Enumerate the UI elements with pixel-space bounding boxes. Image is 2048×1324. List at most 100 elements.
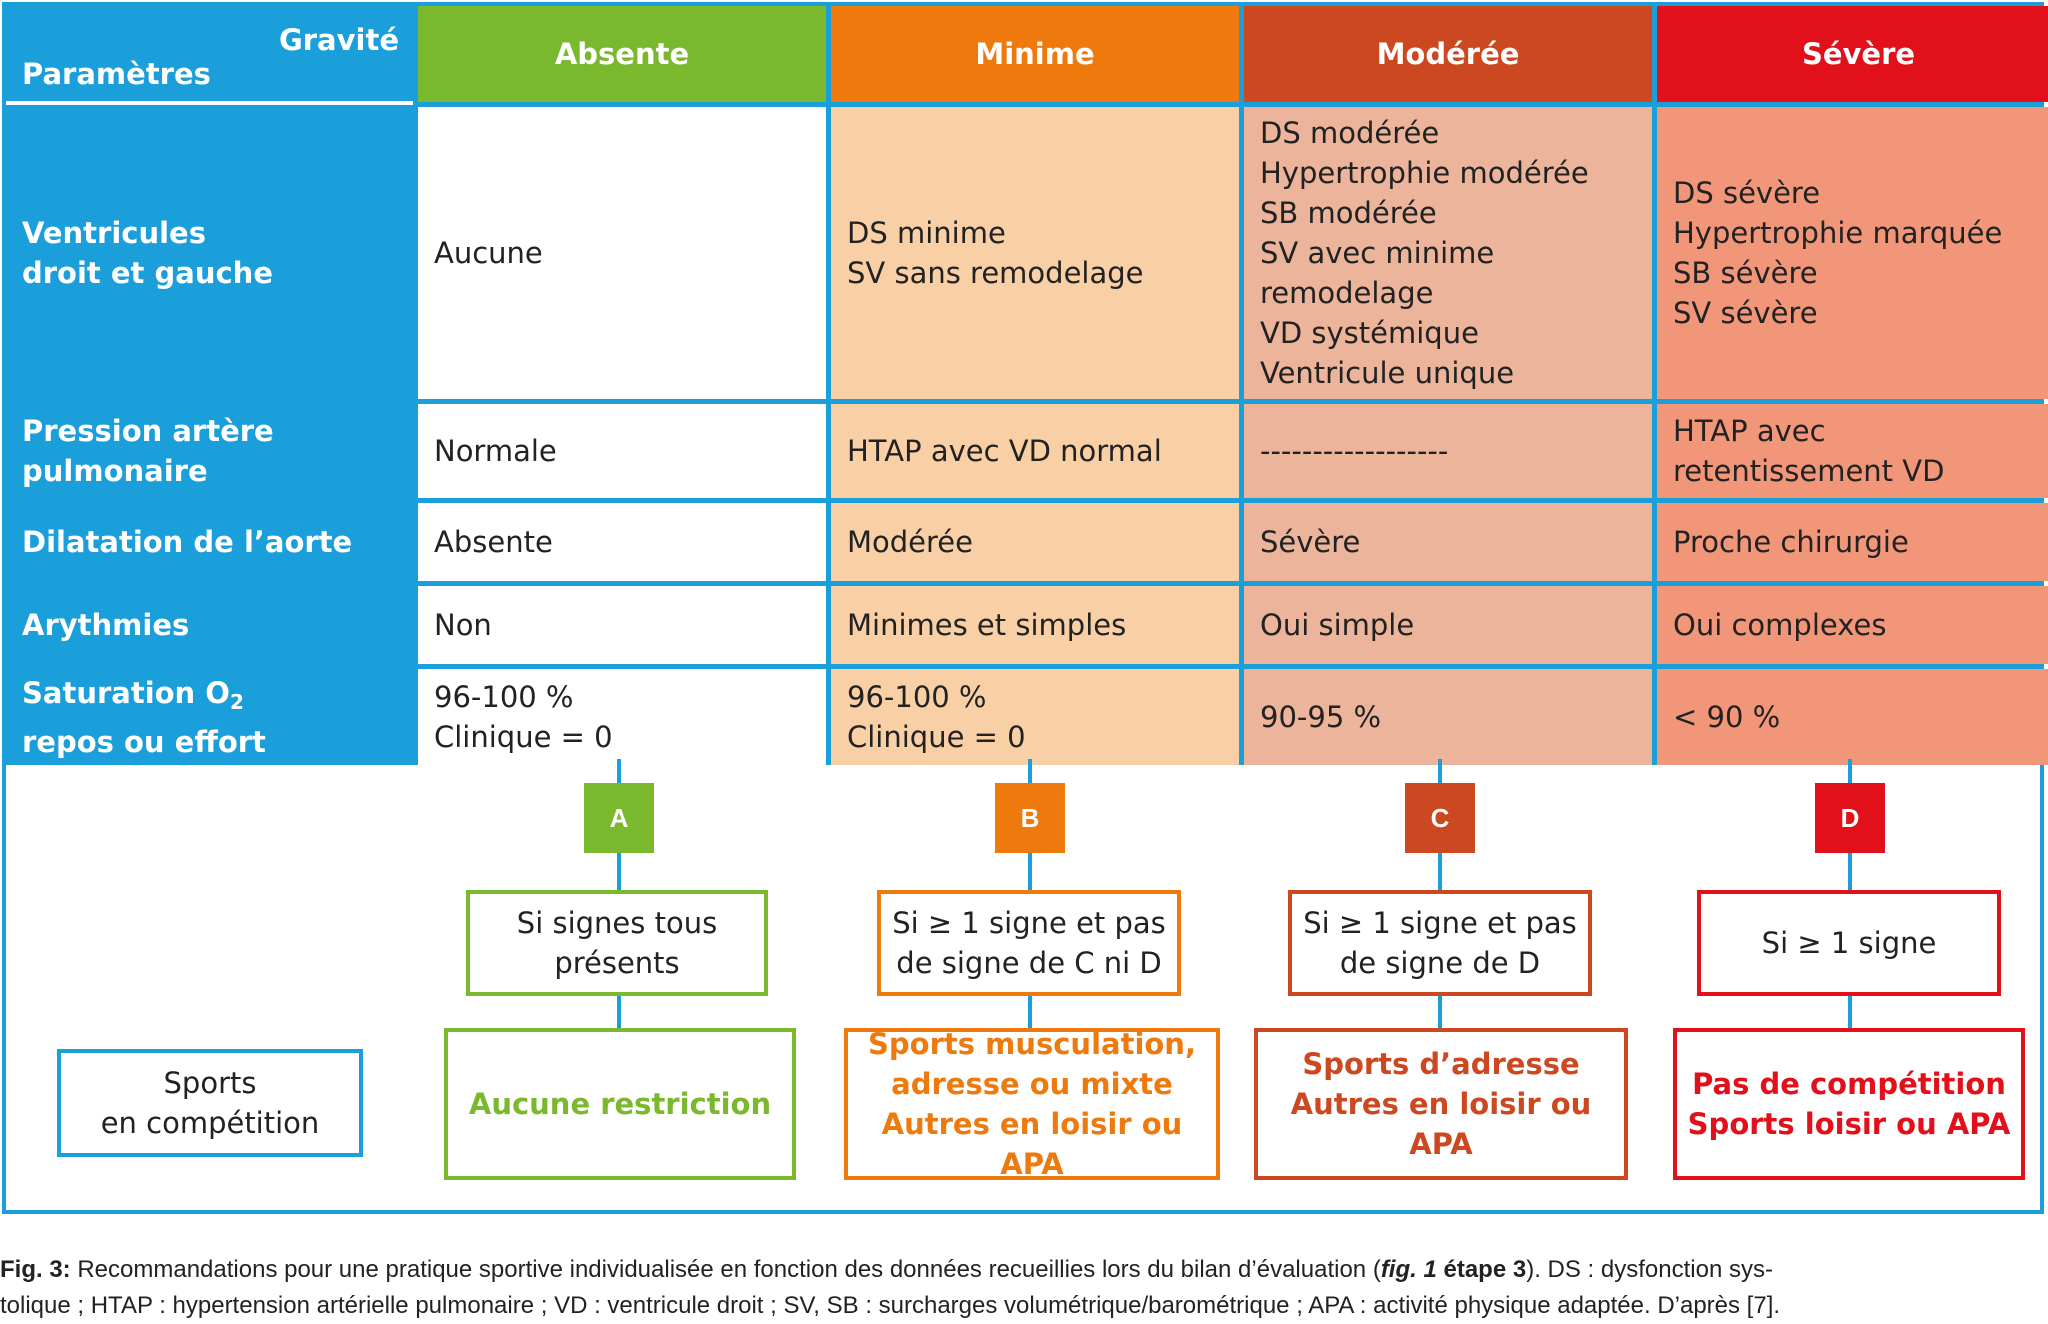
recommendation-line: Sports musculation, bbox=[868, 1027, 1196, 1061]
connector-line bbox=[1438, 759, 1442, 787]
connector-line bbox=[1848, 996, 1852, 1030]
connector-line bbox=[617, 759, 621, 787]
cell-saturation-moderee: 90-95 % bbox=[1244, 669, 1652, 765]
cell-line: Hypertrophie marquée bbox=[1673, 216, 2003, 250]
param-line: Saturation O2 bbox=[22, 673, 397, 722]
recommendation-line: Pas de compétition bbox=[1692, 1067, 2006, 1101]
cell-line: DS modérée bbox=[1260, 116, 1440, 150]
cell-arythmies-absente: Non bbox=[418, 586, 826, 664]
condition-line: de signe de D bbox=[1339, 946, 1541, 980]
cell-aorte-moderee: Sévère bbox=[1244, 503, 1652, 581]
caption-line-2: tolique ; HTAP : hypertension artérielle… bbox=[0, 1292, 1781, 1319]
caption-label: Fig. 3: bbox=[0, 1256, 71, 1283]
connector-line bbox=[1438, 996, 1442, 1030]
saturation-subscript: 2 bbox=[229, 689, 244, 714]
cell-ventricules-absente: Aucune bbox=[418, 107, 826, 399]
caption-text: Recommandations pour une pratique sporti… bbox=[70, 1256, 1381, 1283]
cell-line: < 90 % bbox=[1673, 700, 1781, 734]
category-badge-b: B bbox=[995, 783, 1065, 853]
param-line: pulmonaire bbox=[22, 454, 208, 488]
cell-line: 96-100 % bbox=[847, 680, 987, 714]
cell-line: Oui simple bbox=[1260, 608, 1415, 642]
connector-line bbox=[617, 996, 621, 1030]
connector-line bbox=[1438, 853, 1442, 893]
cell-line: SV avec minime bbox=[1260, 236, 1495, 270]
param-line: repos ou effort bbox=[22, 724, 266, 759]
sports-competition-box: Sports en compétition bbox=[57, 1049, 363, 1157]
param-line: Dilatation de l’aorte bbox=[22, 525, 353, 559]
cell-saturation-absente: 96-100 % Clinique = 0 bbox=[418, 669, 826, 765]
cell-line: Ventricule unique bbox=[1260, 356, 1515, 390]
cell-line: SV sévère bbox=[1673, 296, 1818, 330]
sports-label-line: Sports bbox=[163, 1066, 257, 1100]
cell-line: Clinique = 0 bbox=[434, 720, 613, 754]
saturation-label: Saturation O bbox=[22, 675, 230, 710]
figure-frame: Gravité Paramètres Absente Minime Modéré… bbox=[2, 2, 2048, 1214]
category-badge-d: D bbox=[1815, 783, 1885, 853]
cell-line: Absente bbox=[434, 525, 553, 559]
table-corner: Gravité Paramètres bbox=[6, 6, 413, 105]
param-line: droit et gauche bbox=[22, 256, 273, 290]
cell-line: Aucune bbox=[434, 236, 543, 270]
param-pression: Pression artère pulmonaire bbox=[6, 404, 413, 498]
cell-line: HTAP avec bbox=[1673, 414, 1826, 448]
cell-ventricules-moderee: DS modérée Hypertrophie modérée SB modér… bbox=[1244, 107, 1652, 399]
caption-text: ). DS : dysfonction sys- bbox=[1526, 1256, 1773, 1283]
caption-fig-ref: fig. 1 bbox=[1380, 1256, 1437, 1283]
param-arythmies: Arythmies bbox=[6, 586, 413, 664]
recommendation-line: Sports loisir ou APA bbox=[1687, 1107, 2011, 1141]
header-minime: Minime bbox=[831, 6, 1239, 102]
condition-line: Si ≥ 1 signe bbox=[1761, 926, 1937, 960]
cell-aorte-severe: Proche chirurgie bbox=[1657, 503, 2048, 581]
cell-arythmies-minime: Minimes et simples bbox=[831, 586, 1239, 664]
cell-line: SB modérée bbox=[1260, 196, 1437, 230]
cell-line: Clinique = 0 bbox=[847, 720, 1026, 754]
recommendation-box-a: Aucune restriction bbox=[444, 1028, 796, 1180]
cell-line: 90-95 % bbox=[1260, 700, 1382, 734]
connector-line bbox=[1848, 853, 1852, 893]
cell-line: Hypertrophie modérée bbox=[1260, 156, 1589, 190]
corner-gravite: Gravité bbox=[278, 23, 399, 57]
figure-caption: Fig. 3: Recommandations pour une pratiqu… bbox=[0, 1252, 2048, 1324]
cell-ventricules-minime: DS minime SV sans remodelage bbox=[831, 107, 1239, 399]
cell-ventricules-severe: DS sévère Hypertrophie marquée SB sévère… bbox=[1657, 107, 2048, 399]
sports-label-line: en compétition bbox=[100, 1106, 320, 1140]
condition-box-c: Si ≥ 1 signe et pas de signe de D bbox=[1288, 890, 1592, 996]
param-ventricules: Ventricules droit et gauche bbox=[6, 107, 413, 399]
condition-line: Si signes tous bbox=[516, 906, 718, 940]
cell-line: Modérée bbox=[847, 525, 973, 559]
cell-arythmies-moderee: Oui simple bbox=[1244, 586, 1652, 664]
cell-line: VD systémique bbox=[1260, 316, 1479, 350]
cell-pression-severe: HTAP avec retentissement VD bbox=[1657, 404, 2048, 498]
condition-line: présents bbox=[554, 946, 680, 980]
recommendation-box-c: Sports d’adresse Autres en loisir ou APA bbox=[1254, 1028, 1628, 1180]
param-line: Ventricules bbox=[22, 216, 206, 250]
cell-aorte-absente: Absente bbox=[418, 503, 826, 581]
recommendation-box-b: Sports musculation, adresse ou mixte Aut… bbox=[844, 1027, 1220, 1181]
cell-line: 96-100 % bbox=[434, 680, 574, 714]
cell-line: SB sévère bbox=[1673, 256, 1818, 290]
cell-pression-moderee: ------------------ bbox=[1244, 404, 1652, 498]
cell-line: Sévère bbox=[1260, 525, 1361, 559]
recommendation-box-d: Pas de compétition Sports loisir ou APA bbox=[1673, 1028, 2025, 1180]
cell-saturation-severe: < 90 % bbox=[1657, 669, 2048, 765]
cell-line: retentissement VD bbox=[1673, 454, 1945, 488]
recommendation-line: Autres en loisir ou APA bbox=[1290, 1087, 1592, 1161]
condition-line: Si ≥ 1 signe et pas bbox=[1303, 906, 1577, 940]
cell-line: Proche chirurgie bbox=[1673, 525, 1909, 559]
condition-line: Si ≥ 1 signe et pas bbox=[892, 906, 1166, 940]
cell-line: Non bbox=[434, 608, 492, 642]
cell-line: Oui complexes bbox=[1673, 608, 1887, 642]
caption-step: étape 3 bbox=[1436, 1256, 1527, 1283]
condition-line: de signe de C ni D bbox=[896, 946, 1162, 980]
condition-box-a: Si signes tous présents bbox=[466, 890, 768, 996]
recommendation-line: Aucune restriction bbox=[468, 1087, 772, 1121]
cell-pression-minime: HTAP avec VD normal bbox=[831, 404, 1239, 498]
category-badge-a: A bbox=[584, 783, 654, 853]
connector-line bbox=[1848, 759, 1852, 787]
cell-line: DS sévère bbox=[1673, 176, 1821, 210]
cell-line: DS minime bbox=[847, 216, 1006, 250]
cell-line: Normale bbox=[434, 434, 557, 468]
cell-saturation-minime: 96-100 % Clinique = 0 bbox=[831, 669, 1239, 765]
corner-underline bbox=[6, 101, 413, 105]
